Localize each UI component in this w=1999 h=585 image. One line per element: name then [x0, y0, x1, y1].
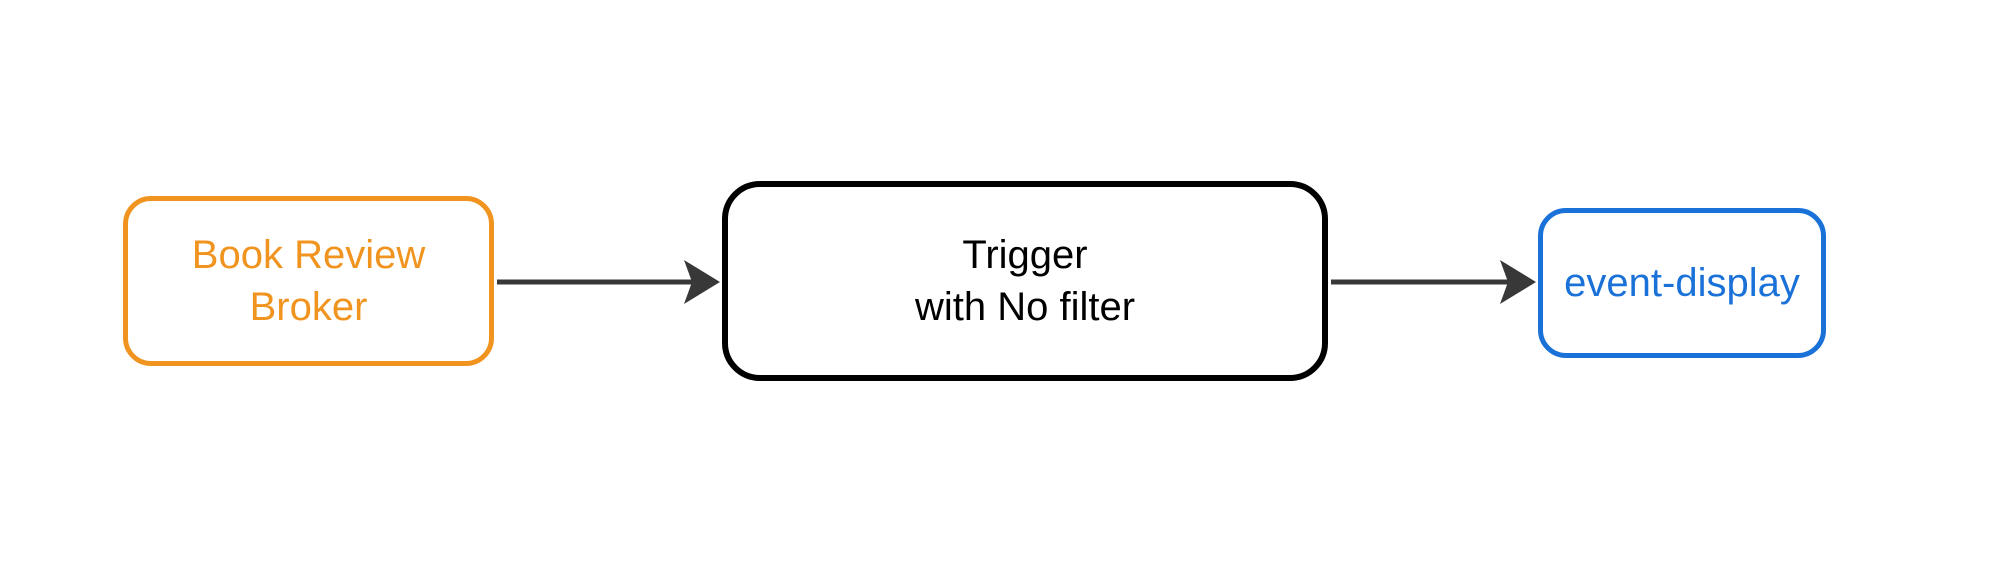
label-line: Broker — [249, 285, 368, 329]
node-trigger-label: Trigger with No filter — [915, 229, 1135, 333]
arrow-head-icon — [684, 260, 720, 304]
label-line: with No filter — [914, 285, 1136, 329]
label-line: Trigger — [962, 233, 1088, 277]
node-book-review-broker: Book Review Broker — [123, 196, 494, 366]
label-line: Book Review — [191, 233, 426, 277]
arrow-trigger-to-event-display — [1331, 260, 1536, 304]
arrow-broker-to-trigger — [497, 260, 720, 304]
node-event-display: event-display — [1538, 208, 1826, 358]
node-trigger: Trigger with No filter — [722, 181, 1328, 381]
label-line: event-display — [1564, 261, 1800, 305]
arrow-head-icon — [1500, 260, 1536, 304]
node-book-review-broker-label: Book Review Broker — [192, 229, 425, 333]
node-event-display-label: event-display — [1564, 257, 1800, 309]
